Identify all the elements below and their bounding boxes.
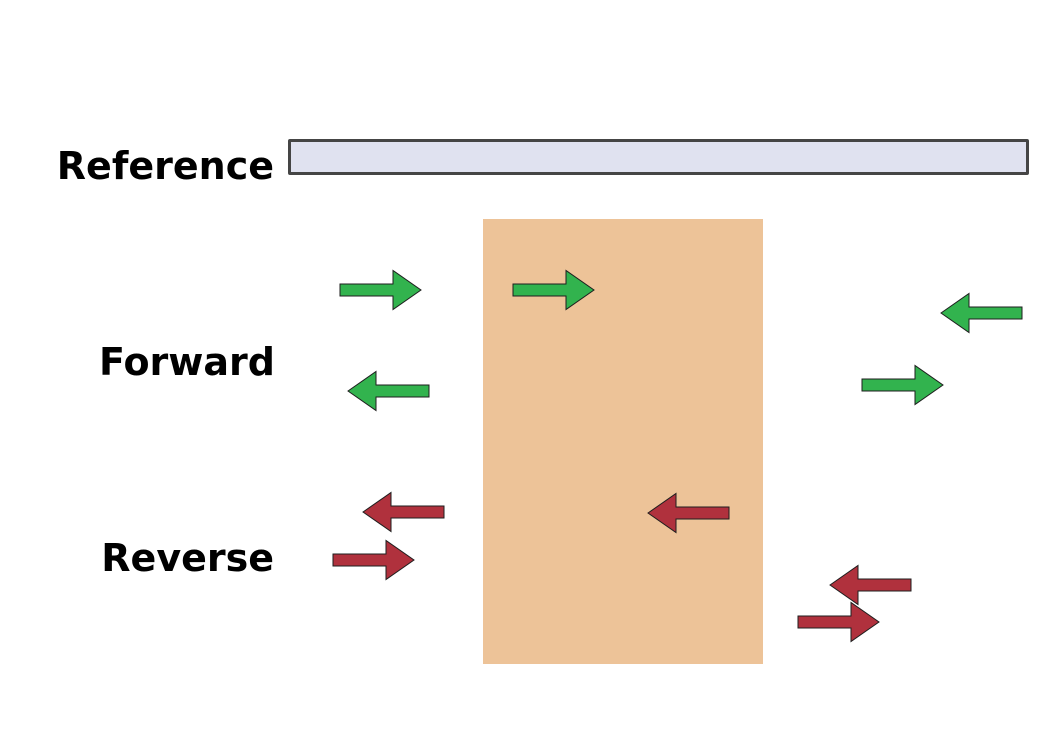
reverse-arrow-left-icon [362, 491, 445, 533]
forward-arrow-right-icon [861, 364, 944, 406]
forward-label: Forward [99, 340, 275, 384]
forward-arrow-left-icon [347, 370, 430, 412]
reverse-label: Reverse [101, 536, 274, 580]
reference-label: Reference [56, 144, 274, 188]
forward-arrow-right-icon [339, 269, 422, 311]
reverse-arrow-right-icon [332, 539, 415, 581]
forward-arrow-right-icon [512, 269, 595, 311]
reference-bar [288, 139, 1029, 175]
forward-arrow-left-icon [940, 292, 1023, 334]
reverse-arrow-left-icon [647, 492, 730, 534]
reverse-arrow-left-icon [829, 564, 912, 606]
reverse-arrow-right-icon [797, 601, 880, 643]
